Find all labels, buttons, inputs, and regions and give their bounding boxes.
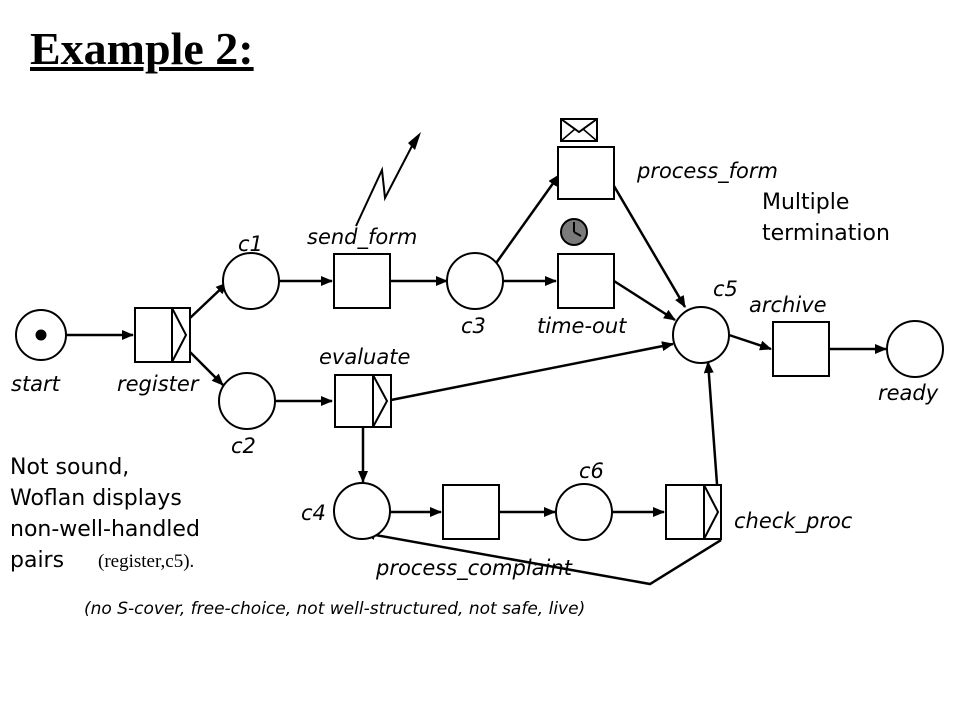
place-ready: [886, 320, 944, 378]
transition-send_form: [333, 253, 391, 309]
multiple-termination-line1: Multiple: [762, 190, 849, 215]
label-send_form: send_form: [307, 225, 417, 250]
label-c3: c3: [461, 314, 486, 338]
label-check_proc: check_proc: [734, 509, 853, 534]
label-start: start: [11, 372, 61, 396]
arc-register-c2: [189, 351, 224, 386]
label-ready: ready: [878, 381, 939, 405]
label-c4: c4: [301, 501, 326, 525]
arc-evaluate-c5: [390, 341, 674, 402]
place-c2: [218, 372, 276, 430]
label-time_out: time-out: [537, 314, 627, 338]
place-c5: [672, 306, 730, 364]
arc-check_proc-c4: [363, 530, 722, 586]
not-sound-line3: non-well-handled: [10, 517, 200, 542]
arc-process_form-c5: [612, 185, 687, 308]
label-c6: c6: [579, 459, 604, 483]
arc-check_proc-c5: [703, 361, 719, 485]
arc-time_out-c5: [613, 279, 676, 322]
label-process_complaint: process_complaint: [375, 556, 573, 581]
transition-time_out: [557, 253, 615, 309]
label-evaluate: evaluate: [319, 345, 410, 369]
transition-process_form: [557, 146, 615, 200]
transition-process_complaint: [442, 484, 500, 540]
place-c4: [333, 482, 391, 540]
clock-icon: [560, 218, 588, 246]
lightning-icon: [355, 132, 421, 227]
transition-check_proc: [665, 484, 722, 540]
label-process_form: process_form: [636, 159, 778, 184]
not-sound-line4: pairs: [10, 548, 64, 573]
arc-register-c1: [189, 282, 228, 319]
properties-footnote: (no S-cover, free-choice, not well-struc…: [84, 599, 585, 619]
transition-evaluate: [334, 374, 392, 428]
label-c5: c5: [713, 277, 738, 301]
arc-c5-archive: [728, 333, 772, 351]
slide-title: Example 2:: [30, 23, 254, 74]
not-sound-line2: Woflan displays: [10, 486, 182, 511]
label-register: register: [117, 372, 200, 396]
place-c6: [555, 483, 613, 541]
label-c1: c1: [238, 232, 263, 256]
token-icon: [35, 329, 47, 341]
place-start: [15, 309, 67, 361]
non-well-handled-pair: (register,c5).: [98, 551, 194, 572]
label-c2: c2: [231, 434, 256, 458]
transition-register: [134, 307, 191, 363]
not-sound-line1: Not sound,: [10, 455, 129, 480]
envelope-icon: [560, 118, 598, 142]
transition-archive: [772, 321, 830, 377]
arc-c3-process_form: [492, 174, 561, 267]
place-c3: [446, 252, 504, 310]
arcs: [67, 174, 887, 586]
label-archive: archive: [749, 293, 827, 317]
place-c1: [222, 252, 280, 310]
multiple-termination-line2: termination: [762, 221, 890, 246]
